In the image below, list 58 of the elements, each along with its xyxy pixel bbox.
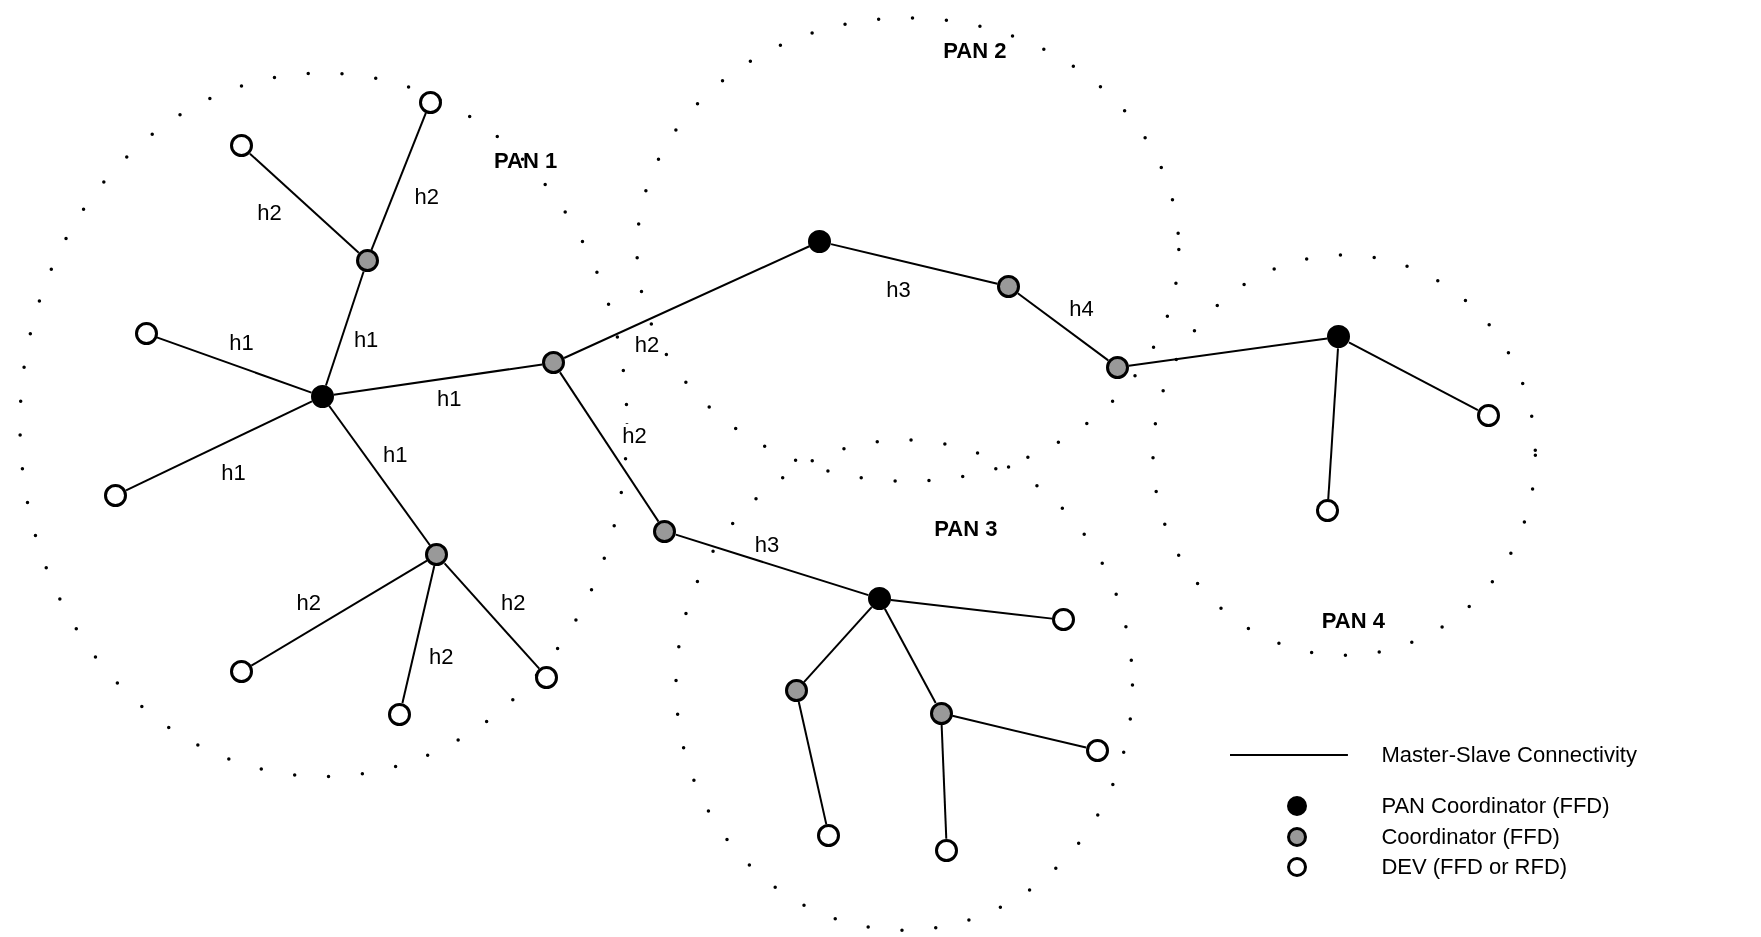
node-circle (355, 249, 379, 273)
connection-line (559, 371, 660, 523)
region-label: PAN 4 (1321, 608, 1385, 635)
connection-line (951, 714, 1088, 749)
node-circle (784, 679, 808, 703)
node-circle (535, 665, 559, 689)
connection-line (1127, 337, 1329, 367)
node-circle (929, 701, 953, 725)
node-circle (817, 824, 841, 848)
connection-line (1347, 341, 1479, 412)
connection-line (370, 111, 427, 251)
node-circle (1315, 499, 1339, 523)
connection-line (443, 562, 541, 670)
connection-line (830, 243, 999, 285)
node-circle (867, 587, 891, 611)
node-circle (653, 519, 677, 543)
node-circle (1476, 404, 1500, 428)
connection-line (883, 607, 937, 705)
node-circle (997, 274, 1020, 298)
legend-text: PAN Coordinator (FFD) (1381, 793, 1610, 820)
node-circle (1085, 738, 1109, 762)
node-circle (418, 90, 442, 114)
region-label: PAN 3 (934, 515, 998, 542)
node-circle (134, 322, 158, 346)
connection-line (797, 700, 828, 826)
node-circle (1105, 355, 1129, 379)
connection-line (940, 723, 948, 840)
connection-line (889, 598, 1054, 620)
node-circle (935, 838, 959, 862)
node-circle (1327, 325, 1351, 349)
node-circle (1052, 608, 1076, 632)
node-circle (310, 384, 334, 408)
connection-line (250, 559, 428, 667)
node-circle (229, 660, 253, 684)
node-circle (542, 351, 566, 375)
connection-line (248, 152, 360, 254)
node-circle (229, 134, 253, 158)
connection-line (1327, 347, 1339, 501)
connection-line (1016, 292, 1110, 362)
network-region (1151, 252, 1538, 657)
connection-line (332, 363, 544, 396)
node-circle (425, 543, 449, 567)
legend-text: DEV (FFD or RFD) (1381, 854, 1568, 880)
connection-line (802, 606, 873, 684)
node-circle (104, 483, 128, 507)
node-circle (388, 702, 412, 726)
connection-line (155, 336, 313, 394)
connection-line (674, 533, 870, 597)
connection-line (401, 565, 436, 705)
connection-line (125, 400, 313, 492)
region-label: PAN 1 (494, 147, 558, 174)
region-label: PAN 2 (943, 37, 1007, 64)
node-circle (808, 229, 832, 253)
connection-line (328, 404, 432, 547)
connection-line (563, 245, 811, 359)
legend-text: Coordinator (FFD) (1381, 823, 1560, 850)
connection-line (324, 270, 365, 387)
legend-text: Master-Slave Connectivity (1381, 741, 1637, 768)
